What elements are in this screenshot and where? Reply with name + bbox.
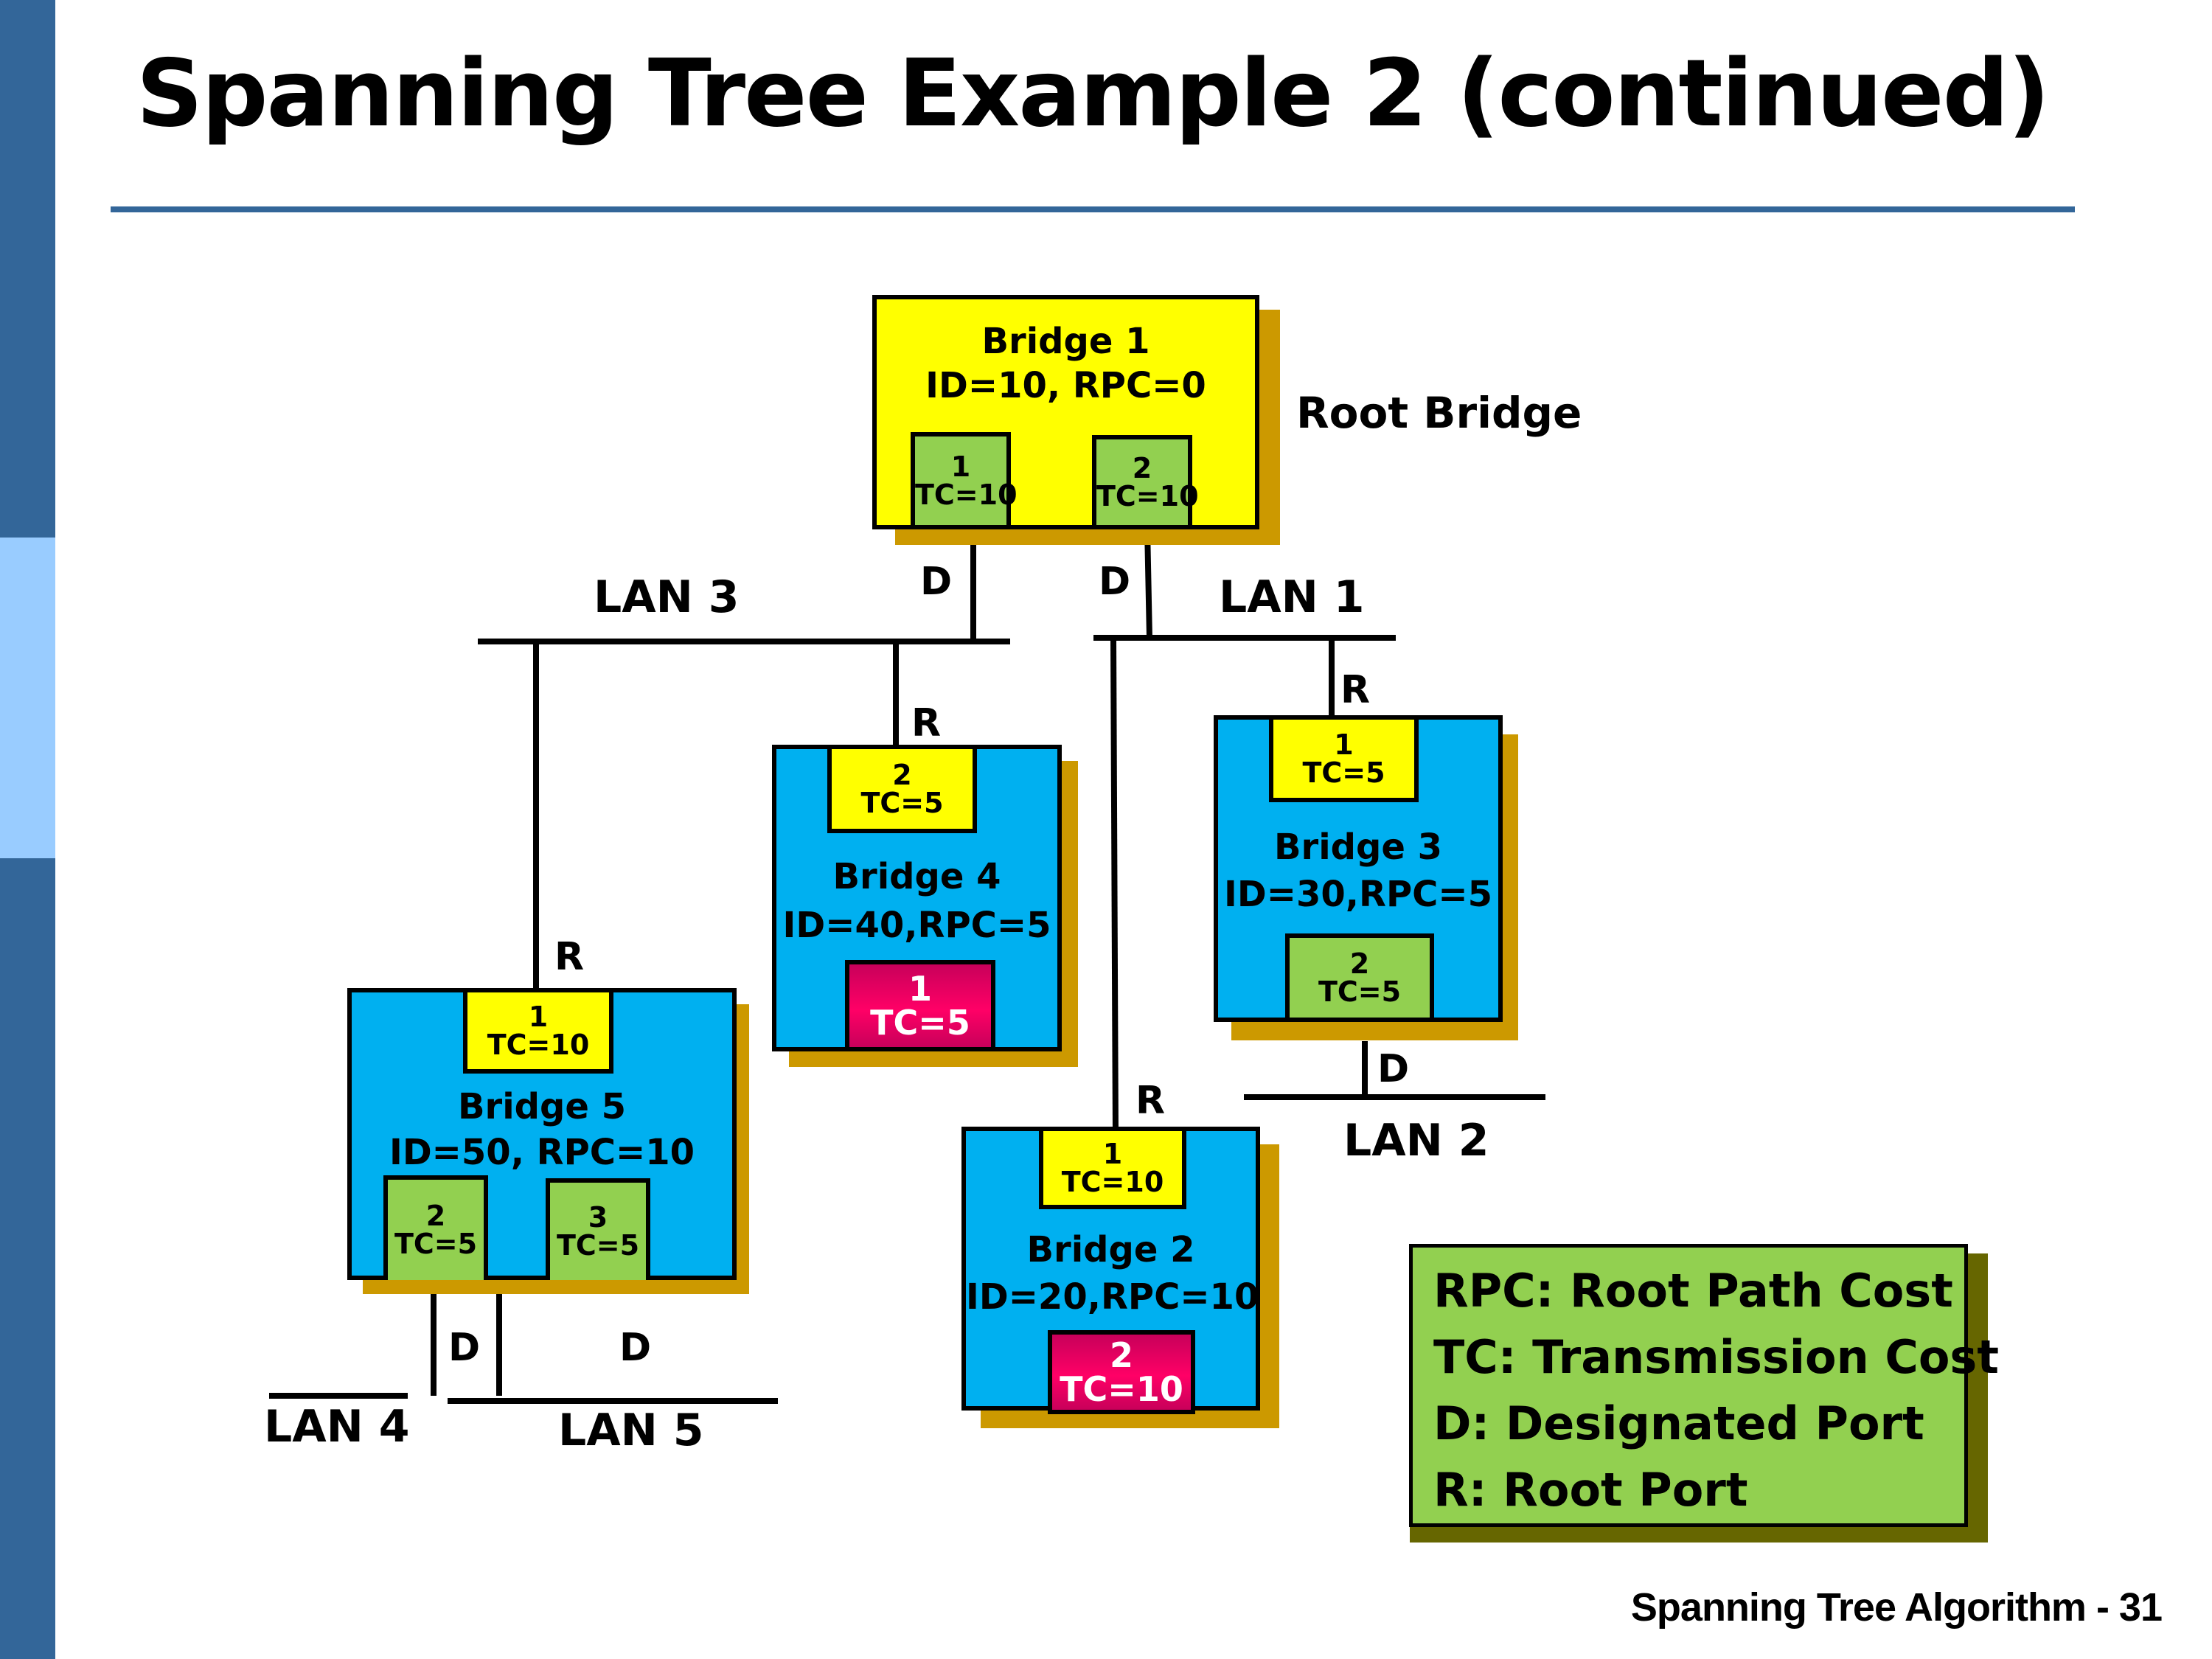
port-number: 2 — [892, 759, 912, 791]
sidebar-stripe-top — [0, 0, 55, 538]
bridge5-port3: 3 TC=5 — [546, 1178, 650, 1280]
bridge4-info: ID=40,RPC=5 — [782, 905, 1051, 946]
bridge4-port2: 2 TC=5 — [827, 749, 977, 833]
title-divider — [111, 206, 2075, 212]
bridge5: 1 TC=10 Bridge 5 ID=50, RPC=10 2 TC=5 3 … — [347, 988, 737, 1280]
legend-tc: TC: Transmission Cost — [1433, 1330, 1999, 1384]
b3-p1-role: R — [1340, 668, 1371, 712]
lan5-label: LAN 5 — [558, 1405, 704, 1456]
legend-rpc: RPC: Root Path Cost — [1433, 1264, 1953, 1318]
port-number: 2 — [1109, 1335, 1133, 1375]
bridge1-port1: 1 TC=10 — [911, 432, 1018, 529]
b1-p1-role: D — [920, 560, 953, 604]
bridge3: 1 TC=5 Bridge 3 ID=30,RPC=5 2 TC=5 — [1214, 715, 1503, 1022]
legend-box: RPC: Root Path Cost TC: Transmission Cos… — [1409, 1244, 1999, 1527]
port-tc: TC=10 — [1061, 1166, 1164, 1198]
bridge1-port2: 2 TC=10 — [1092, 435, 1199, 529]
port-number: 2 — [425, 1200, 446, 1232]
b4-p2-role: R — [911, 701, 942, 745]
port-tc: TC=10 — [1096, 480, 1199, 512]
lan2-label: LAN 2 — [1343, 1115, 1489, 1166]
port-tc: TC=10 — [487, 1029, 590, 1061]
bridge2-name: Bridge 2 — [1026, 1229, 1195, 1270]
bridge4: 2 TC=5 Bridge 4 ID=40,RPC=5 1 TC=5 — [772, 745, 1062, 1051]
bridge5-name: Bridge 5 — [457, 1086, 627, 1127]
port-tc: TC=5 — [870, 1003, 970, 1043]
bridge3-info: ID=30,RPC=5 — [1224, 874, 1492, 915]
port-number: 1 — [1102, 1138, 1123, 1170]
bridge4-name: Bridge 4 — [832, 856, 1001, 897]
bridge5-port2: 2 TC=5 — [383, 1175, 488, 1280]
b5-p1-role: R — [554, 935, 585, 979]
lan4-label: LAN 4 — [264, 1401, 410, 1453]
port-tc: TC=5 — [860, 787, 944, 819]
port-tc: TC=10 — [915, 479, 1018, 511]
slide-title: Spanning Tree Example 2 (continued) — [136, 39, 2051, 147]
b2-p1-role: R — [1135, 1079, 1166, 1123]
bridge3-port2: 2 TC=5 — [1285, 933, 1434, 1022]
lan3-label: LAN 3 — [594, 571, 740, 623]
port-number: 2 — [1132, 452, 1152, 484]
bridge1-name: Bridge 1 — [981, 321, 1150, 362]
port-tc: TC=5 — [1318, 975, 1402, 1008]
bridge3-port1: 1 TC=5 — [1269, 720, 1419, 802]
bridge5-port1: 1 TC=10 — [463, 992, 613, 1074]
bridge2-port1: 1 TC=10 — [1039, 1131, 1186, 1209]
bridge2-info: ID=20,RPC=10 — [966, 1276, 1259, 1318]
port-number: 1 — [908, 969, 932, 1009]
legend-root: R: Root Port — [1433, 1463, 1748, 1517]
b5-p2-role: D — [448, 1326, 481, 1370]
b1-p2-to-lan1 — [1144, 527, 1152, 639]
sidebar-stripe-bottom — [0, 858, 55, 1659]
port-tc: TC=5 — [556, 1229, 640, 1262]
legend-designated: D: Designated Port — [1433, 1397, 1924, 1450]
bridge2: 1 TC=10 Bridge 2 ID=20,RPC=10 2 TC=10 — [961, 1127, 1260, 1414]
port-tc: TC=5 — [394, 1228, 478, 1260]
bridge5-info: ID=50, RPC=10 — [389, 1132, 695, 1173]
bridge4-port1-blocked: 1 TC=5 — [845, 960, 995, 1051]
bridge3-name: Bridge 3 — [1273, 827, 1443, 868]
b1-p2-role: D — [1099, 560, 1131, 604]
bridge1-info: ID=10, RPC=0 — [925, 365, 1206, 406]
port-tc: TC=10 — [1060, 1369, 1183, 1409]
port-number: 1 — [1334, 728, 1354, 761]
b3-p2-role: D — [1377, 1047, 1410, 1091]
bridge1: Bridge 1 ID=10, RPC=0 1 TC=10 2 TC=10 — [872, 295, 1259, 529]
lan1-to-b2 — [1110, 637, 1119, 1138]
slide-footer: Spanning Tree Algorithm - 31 — [1630, 1585, 2163, 1630]
root-bridge-label: Root Bridge — [1296, 388, 1582, 438]
lan1-label: LAN 1 — [1219, 571, 1365, 623]
sidebar-stripe-middle — [0, 538, 55, 858]
bridge2-port2-blocked: 2 TC=10 — [1048, 1330, 1195, 1414]
port-tc: TC=5 — [1302, 757, 1385, 789]
port-number: 1 — [950, 451, 971, 483]
port-number: 1 — [528, 1001, 549, 1033]
port-number: 3 — [588, 1201, 608, 1234]
port-number: 2 — [1349, 947, 1370, 980]
b5-p3-role: D — [619, 1326, 652, 1370]
